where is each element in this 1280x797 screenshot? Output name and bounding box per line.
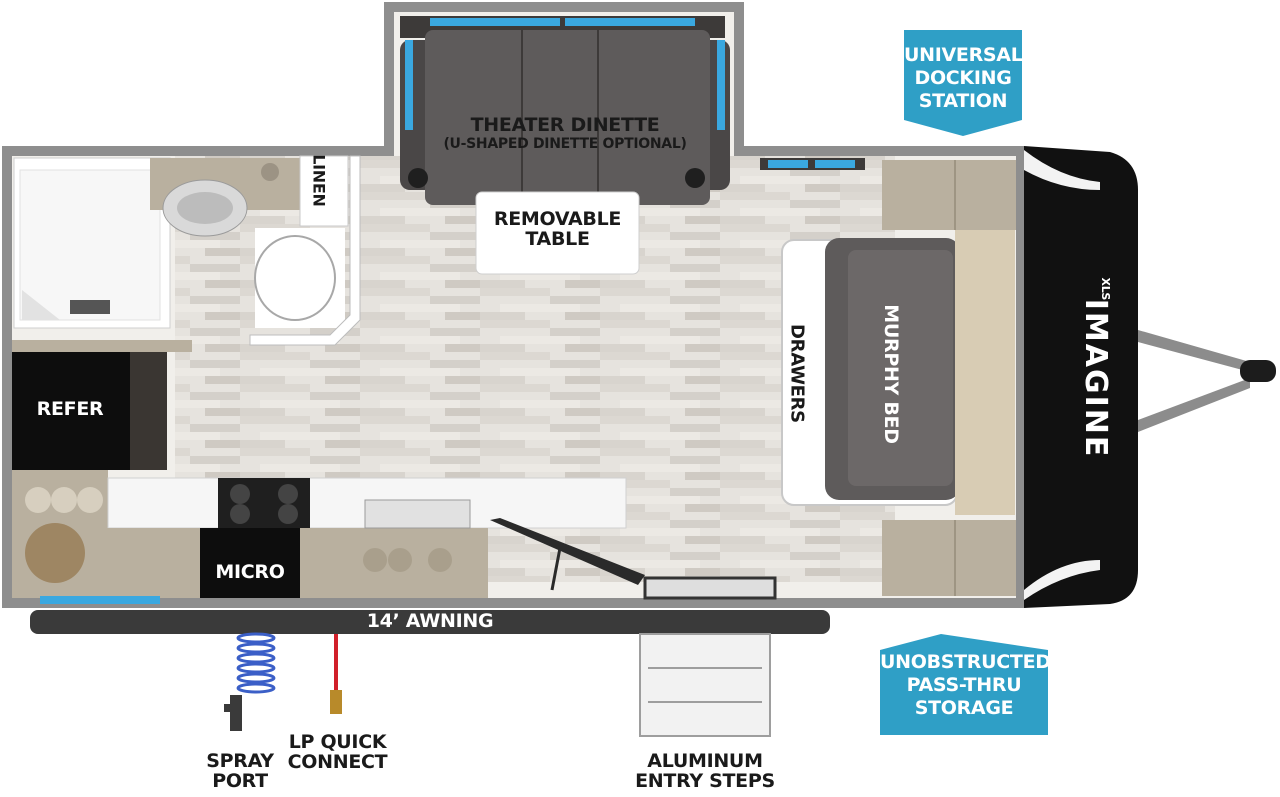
- front-cap: [1024, 146, 1138, 608]
- brand-logo: IMAGINE: [1077, 298, 1113, 459]
- storage-line-2: PASS-THRU: [906, 674, 1022, 696]
- toilet: [254, 228, 345, 328]
- roof-vent: [760, 158, 865, 170]
- linen-label: LINEN: [309, 154, 329, 207]
- entry-steps-line-1: ALUMINUM: [647, 750, 763, 772]
- removable-table-line-2: TABLE: [525, 227, 590, 250]
- storage-callout-shape: [880, 634, 1048, 735]
- brand-suffix: XLS: [1098, 277, 1112, 301]
- awning-label: 14’ AWNING: [366, 610, 494, 632]
- shower: [13, 157, 171, 329]
- entry-steps-line-2: ENTRY STEPS: [635, 769, 775, 792]
- spray-port-label: SPRAY PORT: [200, 750, 280, 792]
- linen-cabinet: [299, 155, 349, 227]
- entry-steps-label: ALUMINUM ENTRY STEPS: [630, 750, 780, 792]
- micro-label: MICRO: [215, 561, 285, 583]
- refrigerator: [12, 340, 192, 470]
- vanity: [150, 158, 300, 237]
- lp-quick-connect-line-2: CONNECT: [287, 750, 388, 773]
- theater-dinette-label: THEATER DINETTE: [470, 114, 660, 136]
- murphy-bed: [781, 230, 1015, 515]
- entry-door-step: [490, 518, 777, 600]
- drawers-label: DRAWERS: [786, 324, 808, 423]
- spray-port-hose: [224, 632, 276, 731]
- removable-table-line-1: REMOVABLE: [493, 208, 622, 230]
- lp-hose: [330, 634, 342, 714]
- refer-label: REFER: [36, 398, 104, 420]
- hitch-tongue: [1138, 330, 1276, 432]
- wardrobes: [882, 160, 1016, 596]
- lp-quick-connect-label: LP QUICK CONNECT: [280, 731, 395, 773]
- bath-wall: [249, 155, 361, 346]
- storage-line-1: UNOBSTRUCTED: [880, 651, 1051, 673]
- docking-line-1: UNIVERSAL: [904, 44, 1023, 66]
- entry-steps: [639, 633, 771, 737]
- removable-table-label: REMOVABLE TABLE: [476, 208, 639, 250]
- docking-callout-shape: [904, 30, 1022, 136]
- murphy-bed-label: MURPHY BED: [879, 304, 902, 444]
- awning-bar: [30, 596, 830, 634]
- galley-counter: [12, 470, 627, 598]
- storage-line-3: STORAGE: [914, 697, 1014, 719]
- lp-quick-connect-line-1: LP QUICK: [288, 731, 387, 753]
- theater-dinette: [400, 16, 730, 205]
- dinette-option-label: (U-SHAPED DINETTE OPTIONAL): [443, 136, 687, 152]
- docking-line-2: DOCKING: [914, 67, 1012, 89]
- removable-table: [475, 191, 640, 275]
- spray-port-line-1: SPRAY: [206, 750, 274, 772]
- spray-port-line-2: PORT: [212, 769, 268, 792]
- docking-line-3: STATION: [918, 90, 1008, 112]
- docking-station-callout: UNIVERSAL DOCKING STATION: [904, 44, 1023, 113]
- pass-thru-storage-callout: UNOBSTRUCTED PASS-THRU STORAGE: [880, 651, 1051, 720]
